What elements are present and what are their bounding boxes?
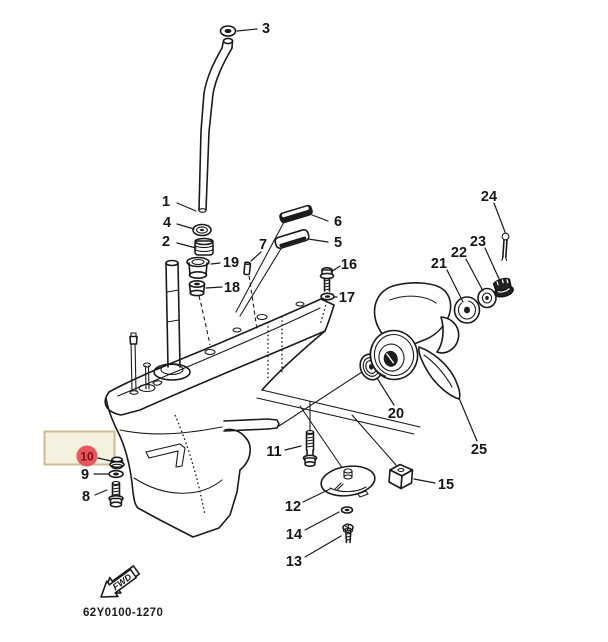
callout-16[interactable]: 16 (330, 257, 357, 273)
callout-24[interactable]: 24 (481, 189, 506, 233)
callout-14[interactable]: 14 (286, 511, 340, 543)
callout-11[interactable]: 11 (266, 444, 302, 460)
svg-text:14[interactable]: 14 (286, 527, 302, 543)
svg-text:6[interactable]: 6 (334, 214, 342, 230)
part-damper-6 (279, 204, 313, 224)
callout-15[interactable]: 15 (413, 477, 454, 493)
callout-13[interactable]: 13 (286, 535, 342, 570)
callout-21[interactable]: 21 (431, 256, 464, 303)
callout-10-highlight[interactable]: 10 (76, 445, 112, 467)
svg-text:7[interactable]: 7 (259, 237, 267, 253)
fwd-arrow: FWD (100, 565, 141, 598)
callout-22[interactable]: 22 (451, 245, 484, 292)
callout-5[interactable]: 5 (307, 235, 342, 251)
part-block-15 (388, 463, 414, 490)
part-bolt-11 (302, 429, 318, 467)
svg-text:25[interactable]: 25 (471, 442, 487, 458)
callout-3[interactable]: 3 (236, 21, 270, 37)
svg-text:12[interactable]: 12 (285, 499, 301, 515)
svg-text:24[interactable]: 24 (481, 189, 497, 205)
callout-1[interactable]: 1 (162, 194, 197, 212)
callout-23[interactable]: 23 (470, 234, 501, 282)
svg-text:15[interactable]: 15 (438, 477, 454, 493)
svg-text:21[interactable]: 21 (431, 256, 447, 272)
callout-8[interactable]: 8 (82, 489, 108, 505)
part-pin-7 (243, 261, 252, 276)
callout-25[interactable]: 25 (458, 397, 487, 458)
svg-text:11[interactable]: 11 (266, 444, 281, 460)
part-anode-plate-12 (320, 465, 376, 498)
svg-text:20[interactable]: 20 (388, 406, 404, 422)
svg-text:1[interactable]: 1 (162, 194, 170, 210)
callout-4[interactable]: 4 (163, 215, 195, 231)
callout-18[interactable]: 18 (205, 280, 240, 296)
svg-text:3[interactable]: 3 (262, 21, 270, 37)
part-code-label: 62Y0100-1270 (83, 607, 163, 619)
part-bushing-19 (186, 256, 210, 279)
part-cotter-pin-24 (501, 232, 510, 262)
svg-text:8[interactable]: 8 (82, 489, 90, 505)
part-washer-10 (109, 456, 125, 470)
svg-text:16[interactable]: 16 (341, 257, 357, 273)
part-spacer-21 (453, 296, 481, 324)
projection-lines (198, 221, 421, 470)
callout-17[interactable]: 17 (333, 290, 355, 306)
selected-part-marker[interactable] (76, 445, 98, 467)
callout-2[interactable]: 2 (162, 234, 197, 250)
part-bolt-8 (108, 480, 124, 508)
part-grommet-4 (192, 223, 212, 237)
part-bushing-2 (194, 237, 214, 256)
svg-text:17[interactable]: 17 (339, 290, 355, 306)
part-damper-5 (274, 228, 310, 250)
part-bushing-18 (188, 279, 206, 297)
callout-19[interactable]: 19 (210, 255, 239, 271)
part-screw-13 (342, 523, 354, 544)
gearcase-housing (104, 259, 335, 538)
callouts: 1 2 3 4 5 6 7 8 (76, 21, 506, 570)
part-castle-nut-23 (492, 277, 514, 298)
part-washer-17 (320, 292, 335, 301)
svg-text:23[interactable]: 23 (470, 234, 486, 250)
svg-text:13[interactable]: 13 (286, 554, 302, 570)
callout-12[interactable]: 12 (285, 488, 331, 515)
svg-text:9[interactable]: 9 (81, 467, 89, 483)
part-speedo-tube (198, 25, 237, 213)
svg-text:5[interactable]: 5 (334, 235, 342, 251)
svg-text:2[interactable]: 2 (162, 234, 170, 250)
part-bolt-16 (319, 266, 335, 292)
part-washer-22 (477, 287, 497, 309)
svg-text:19[interactable]: 19 (223, 255, 239, 271)
callout-20[interactable]: 20 (376, 377, 404, 422)
part-washer-14 (340, 506, 354, 514)
svg-text:10[interactable]: 10 (80, 450, 94, 464)
part-washer-9 (108, 469, 124, 479)
callout-6[interactable]: 6 (311, 214, 342, 230)
svg-text:22[interactable]: 22 (451, 245, 467, 261)
svg-text:4[interactable]: 4 (163, 215, 171, 231)
callout-7[interactable]: 7 (250, 237, 267, 262)
svg-text:18[interactable]: 18 (224, 280, 240, 296)
callout-9[interactable]: 9 (81, 467, 109, 483)
